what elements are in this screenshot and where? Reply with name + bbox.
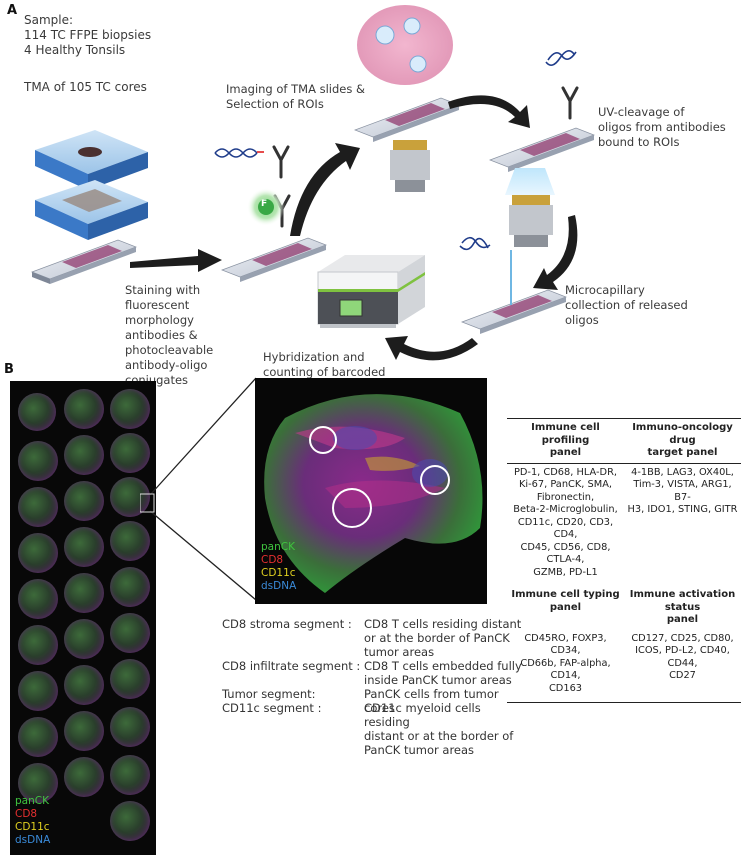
legend-cd11c: CD11c <box>15 821 50 833</box>
tma-core <box>18 393 56 431</box>
staining-label: Staining with fluorescent morphology ant… <box>125 283 214 387</box>
tma-core <box>110 433 150 473</box>
antibody-3 <box>561 86 579 120</box>
tma-block <box>35 180 148 240</box>
fluorophore-icon <box>258 199 274 215</box>
tma-core <box>110 613 150 653</box>
table-row: PD-1, CD68, HLA-DR, Ki-67, PanCK, SMA, F… <box>507 464 741 583</box>
zoom-legend-cd11c: CD11c <box>261 567 296 579</box>
legend-panck: panCK <box>15 795 49 807</box>
ncounter-instrument <box>317 255 425 328</box>
segment-desc-cd11c: CD11c myeloid cells residing distant or … <box>364 701 514 757</box>
segment-desc-cd8-infiltrate: CD8 T cells embedded fully inside PanCK … <box>364 659 522 687</box>
tma-core <box>64 757 104 797</box>
microscope-objective-1 <box>390 140 430 192</box>
tma-core <box>110 389 150 429</box>
arrow-to-uv <box>448 95 530 128</box>
core-fluorescence <box>264 394 483 593</box>
tma-core <box>110 801 150 841</box>
table-head-immune-typing: Immune cell typing panel <box>511 589 620 613</box>
tma-core <box>64 665 104 705</box>
tma-core <box>18 533 58 573</box>
tma-core <box>18 763 58 803</box>
tma-core <box>110 567 150 607</box>
arrow-staining <box>130 249 222 272</box>
tma-core <box>110 707 150 747</box>
arrow-to-imaging <box>290 143 360 236</box>
slide-3 <box>354 97 460 142</box>
tma-core <box>64 389 104 429</box>
arrow-to-micro <box>533 215 578 290</box>
table-cell-immune-profiling: PD-1, CD68, HLA-DR, Ki-67, PanCK, SMA, F… <box>513 466 618 578</box>
legend-dsdna: dsDNA <box>15 834 51 846</box>
tma-core <box>18 487 58 527</box>
zoom-legend-panck: panCK <box>261 541 295 553</box>
dna-strand-2 <box>545 50 577 66</box>
microscope-objective-2 <box>505 168 555 247</box>
tma-core <box>110 521 150 561</box>
table-head-immune-profiling: Immune cell profiling panel <box>531 422 600 458</box>
tma-label: TMA of 105 TC cores <box>24 80 147 94</box>
segment-name-tumor: Tumor segment: <box>222 687 316 701</box>
tma-core <box>64 435 104 475</box>
tma-core <box>64 527 104 567</box>
imaging-label: Imaging of TMA slides & Selection of ROI… <box>226 82 365 111</box>
segment-name-cd8-infiltrate: CD8 infiltrate segment : <box>222 659 361 673</box>
tma-core <box>110 659 150 699</box>
table-header-row: Immune cell profiling panel Immuno-oncol… <box>507 419 741 464</box>
zoom-legend: panCK CD8 CD11c dsDNA <box>261 541 296 593</box>
tissue-section <box>357 5 453 85</box>
fluorophore-label: F <box>261 199 268 209</box>
segment-desc-tumor: PanCK cells from tumor cores <box>364 687 499 715</box>
tma-core <box>64 711 104 751</box>
slide-5 <box>461 250 567 334</box>
panels-table: Immune cell profiling panel Immuno-oncol… <box>507 418 741 703</box>
table-cell-io-drug-target: 4-1BB, LAG3, OX40L, Tim-3, VISTA, ARG1, … <box>627 466 738 516</box>
table-row: CD45RO, FOXP3, CD34, CD66b, FAP-alpha, C… <box>507 630 741 703</box>
tma-core <box>110 755 150 795</box>
segment-name-cd8-stroma: CD8 stroma segment : <box>222 617 352 631</box>
slide-1 <box>31 239 137 284</box>
tma-core <box>64 619 104 659</box>
tma-core <box>18 717 58 757</box>
slide-2 <box>221 237 327 282</box>
tma-core <box>64 481 104 521</box>
dna-strand-3 <box>459 236 491 251</box>
paraffin-block-1 <box>35 130 148 190</box>
tma-core <box>18 441 58 481</box>
antibody-1 <box>272 145 290 179</box>
table-header-row: Immune cell typing panel Immune activati… <box>507 586 741 630</box>
table-cell-immune-typing: CD45RO, FOXP3, CD34, CD66b, FAP-alpha, C… <box>520 632 611 694</box>
tma-core <box>110 477 150 517</box>
uv-cleavage-label: UV-cleavage of oligos from antibodies bo… <box>598 105 726 149</box>
zoomed-core-image: panCK CD8 CD11c dsDNA <box>255 378 487 604</box>
segment-desc-cd8-stroma: CD8 T cells residing distant or at the b… <box>364 617 522 659</box>
zoom-lines <box>140 377 257 601</box>
tma-core <box>64 573 104 613</box>
tma-core <box>18 579 58 619</box>
panel-a-letter: A <box>7 3 18 18</box>
dna-strand-1 <box>214 148 264 158</box>
tma-overview-image: panCK CD8 CD11c dsDNA <box>10 381 156 855</box>
table-head-immune-activation: Immune activation status panel <box>629 589 736 625</box>
table-head-io-drug-target: Immuno-oncology drug target panel <box>632 422 733 458</box>
segment-name-cd11c: CD11c segment : <box>222 701 322 715</box>
arrow-to-hybrid <box>385 336 478 361</box>
legend-cd8: CD8 <box>15 808 38 820</box>
workflow-illustration <box>31 5 595 361</box>
table-cell-immune-activation: CD127, CD25, CD80, ICOS, PD-L2, CD40, CD… <box>631 632 734 682</box>
tma-legend: panCK CD8 CD11c dsDNA <box>15 795 50 847</box>
tma-core <box>18 671 58 711</box>
panel-b-letter: B <box>4 362 14 377</box>
microcapillary-label: Microcapillary collection of released ol… <box>565 283 688 327</box>
sample-label: Sample: 114 TC FFPE biopsies 4 Healthy T… <box>24 13 152 57</box>
zoom-legend-cd8: CD8 <box>261 554 284 566</box>
slide-4 <box>489 127 595 172</box>
tma-core <box>18 625 58 665</box>
zoom-legend-dsdna: dsDNA <box>261 580 297 592</box>
